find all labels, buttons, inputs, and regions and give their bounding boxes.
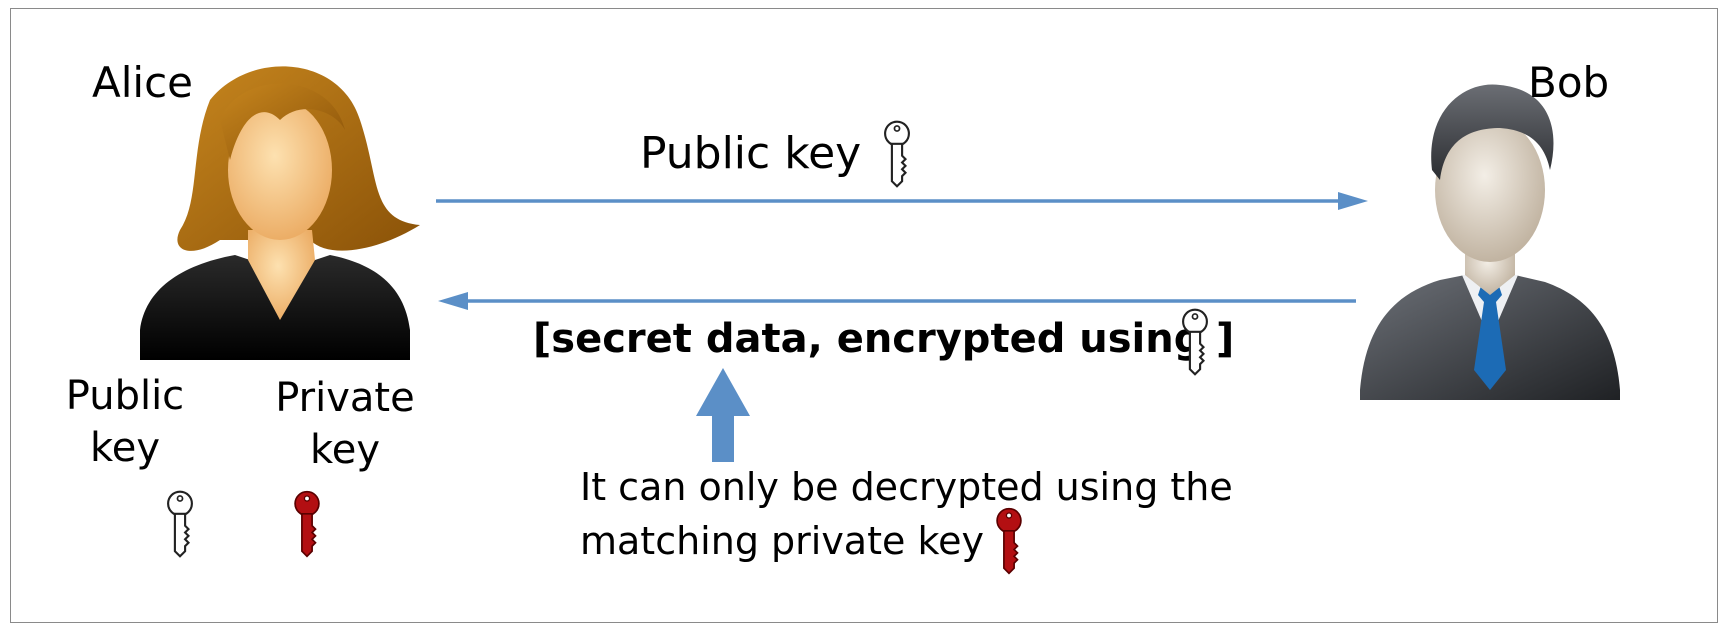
decrypt-note-line1: It can only be decrypted using the (580, 465, 1233, 509)
secret-data-close-bracket: ] (1216, 316, 1235, 362)
decrypt-note-line2: matching private key (580, 519, 984, 563)
alice-public-key-label-text: Public key (65, 373, 185, 471)
alice-private-key-icon (290, 488, 324, 560)
message-public-key-icon (880, 118, 914, 190)
bob-avatar-icon (1360, 84, 1620, 400)
alice-public-key-icon (163, 488, 197, 560)
bob-name: Bob (1528, 58, 1610, 107)
alice-private-key-label: Private key (265, 372, 425, 476)
alice-public-key-label: Public key (55, 370, 195, 474)
secret-data-text: [secret data, encrypted using (533, 316, 1203, 362)
note-private-key-icon (992, 505, 1026, 577)
secret-public-key-icon (1178, 306, 1212, 378)
alice-avatar-icon (140, 66, 420, 360)
secret-data-message: [secret data, encrypted using (533, 316, 1202, 362)
diagram-frame (10, 8, 1718, 623)
alice-name: Alice (92, 58, 194, 107)
public-key-message: Public key (640, 128, 862, 179)
up-arrow-icon (696, 368, 750, 462)
alice-private-key-label-text: Private key (275, 375, 415, 473)
